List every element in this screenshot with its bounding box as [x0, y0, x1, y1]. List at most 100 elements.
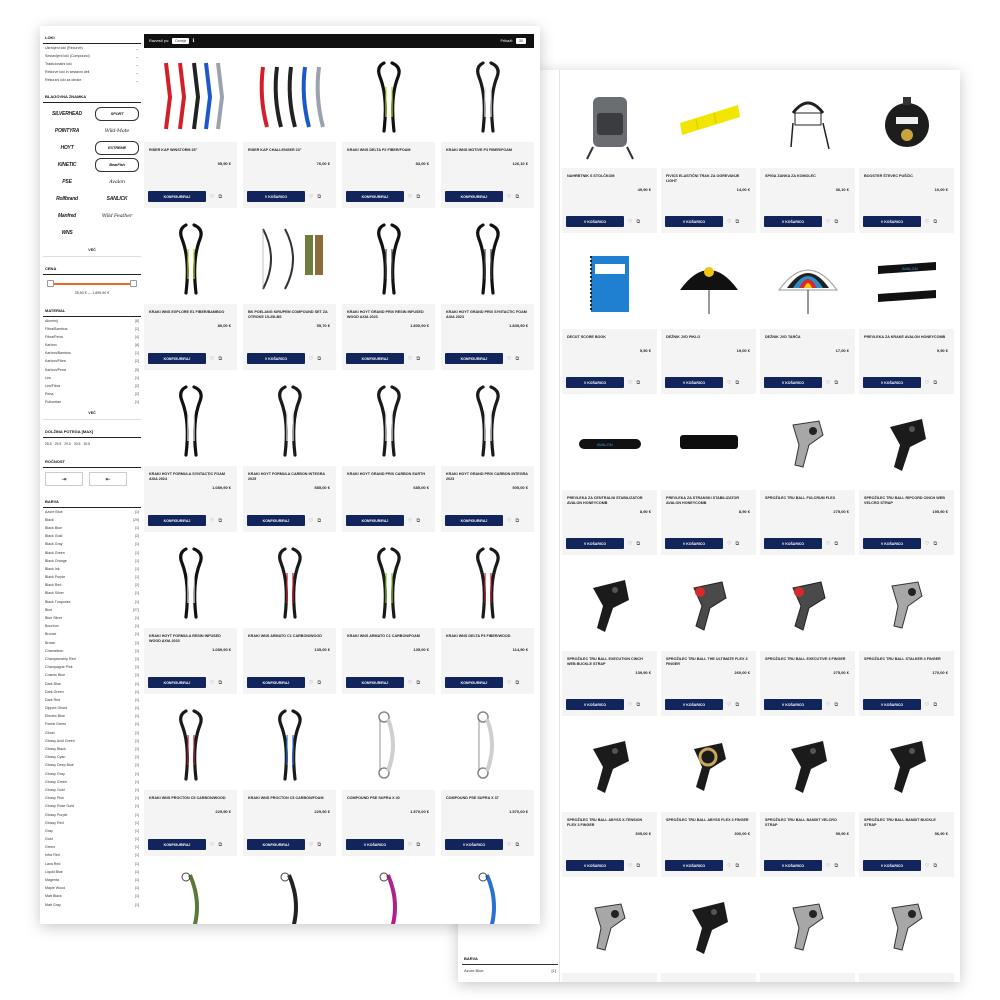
compare-icon[interactable]: ⧉ — [735, 701, 740, 708]
brand-logo[interactable]: Wild-Mate — [104, 127, 130, 134]
material-item[interactable]: Les[1] — [43, 374, 141, 382]
brand-logo[interactable]: EXTREME — [95, 140, 139, 155]
brand-logo[interactable]: POINTYRA — [54, 127, 80, 134]
color-item[interactable]: Lava Red[1] — [43, 860, 141, 868]
draw-length-chip[interactable]: 29.5 — [54, 442, 62, 446]
product-image[interactable] — [342, 214, 435, 304]
loki-item[interactable]: Rekurzni loki za otroke⌄ — [43, 77, 141, 85]
product-cart-button[interactable]: V KOŠARICO — [566, 699, 624, 710]
material-item[interactable]: Karbon/Pena[5] — [43, 366, 141, 374]
product-cart-button[interactable]: KONFIGURIRAJ — [445, 191, 503, 202]
right-hand-option[interactable]: ⇥ — [45, 472, 83, 486]
draw-length-chip[interactable]: 28.5 — [45, 442, 52, 446]
color-item[interactable]: Infra Red[1] — [43, 852, 141, 860]
show-select[interactable]: 30 — [516, 38, 526, 44]
product-cart-button[interactable]: V KOŠARICO — [247, 191, 305, 202]
color-item[interactable]: Matt Gray[1] — [43, 901, 141, 909]
product-card[interactable]: KRAKI HOYT GRAND PRIX RESIN INFUSED WOOD… — [342, 214, 435, 370]
product-image[interactable] — [243, 700, 336, 790]
material-item[interactable]: Pena[2] — [43, 391, 141, 399]
compare-icon[interactable]: ⧉ — [933, 379, 938, 386]
product-name[interactable]: KRAKI WNS DELTA P3 FIBER/WOOD — [446, 634, 511, 638]
product-image[interactable] — [760, 78, 855, 168]
compare-icon[interactable]: ⧉ — [834, 540, 839, 547]
wishlist-heart-icon[interactable]: ♡ — [727, 379, 732, 386]
wishlist-heart-icon[interactable]: ♡ — [210, 517, 215, 524]
product-cart-button[interactable]: V KOŠARICO — [566, 377, 624, 388]
loki-item[interactable]: Tradicionalni loki⌄ — [43, 60, 141, 68]
color-item[interactable]: Black Ink[1] — [43, 565, 141, 573]
material-item[interactable]: Fibra/Pena[4] — [43, 333, 141, 341]
color-item[interactable]: Black Gray[1] — [43, 541, 141, 549]
product-image[interactable] — [562, 561, 657, 651]
product-card[interactable] — [144, 862, 237, 924]
compare-icon[interactable]: ⧉ — [735, 379, 740, 386]
product-name[interactable]: KRAKI HOYT GRAND PRIX SYNTACTIC FOAM AXI… — [446, 310, 527, 319]
product-name[interactable]: SPROŽILEC TRU BALL FULCRUM FLEX — [765, 496, 836, 500]
draw-length-chip[interactable]: 30.5 — [73, 442, 81, 446]
left-hand-option[interactable]: ⇤ — [89, 472, 127, 486]
product-cart-button[interactable]: KONFIGURIRAJ — [346, 515, 404, 526]
product-cart-button[interactable]: V KOŠARICO — [764, 538, 822, 549]
product-name[interactable]: PREVLEKA ZA KRAKE AVALON HONEYCOMB — [864, 335, 946, 339]
product-cart-button[interactable]: KONFIGURIRAJ — [247, 515, 305, 526]
compare-icon[interactable]: ⧉ — [933, 862, 938, 869]
product-cart-button[interactable]: KONFIGURIRAJ — [445, 677, 503, 688]
product-name[interactable]: DEŽNIK JVD TARČA — [765, 335, 801, 339]
compare-icon[interactable]: ⧉ — [317, 193, 322, 200]
compare-icon[interactable]: ⧉ — [834, 701, 839, 708]
wishlist-heart-icon[interactable]: ♡ — [727, 218, 732, 225]
compare-icon[interactable]: ⧉ — [416, 841, 421, 848]
compare-icon[interactable]: ⧉ — [834, 862, 839, 869]
product-cart-button[interactable]: V KOŠARICO — [863, 538, 921, 549]
compare-icon[interactable]: ⧉ — [933, 218, 938, 225]
price-slider-max-handle[interactable] — [130, 279, 137, 287]
color-item[interactable]: Electric Blue[1] — [43, 713, 141, 721]
wishlist-heart-icon[interactable]: ♡ — [210, 841, 215, 848]
wishlist-heart-icon[interactable]: ♡ — [507, 355, 512, 362]
wishlist-heart-icon[interactable]: ♡ — [727, 862, 732, 869]
color-item[interactable]: Glossy Cyan[1] — [43, 754, 141, 762]
product-cart-button[interactable]: V KOŠARICO — [566, 860, 624, 871]
product-image[interactable] — [760, 722, 855, 812]
compare-icon[interactable]: ⧉ — [317, 355, 322, 362]
color-item[interactable]: Black Red[2] — [43, 582, 141, 590]
product-image[interactable] — [243, 862, 336, 924]
product-cart-button[interactable]: V KOŠARICO — [863, 699, 921, 710]
product-card[interactable]: SPROŽILEC TRU BALL RIPCORD CINCH WEB VEL… — [859, 400, 954, 555]
brand-logo[interactable]: SPORT — [95, 106, 139, 121]
product-image[interactable] — [562, 78, 657, 168]
compare-icon[interactable]: ⧉ — [416, 193, 421, 200]
info-icon[interactable]: ℹ — [192, 38, 195, 44]
product-image[interactable] — [859, 722, 954, 812]
color-item[interactable]: Green[1] — [43, 844, 141, 852]
product-image[interactable] — [243, 52, 336, 142]
product-image[interactable] — [342, 538, 435, 628]
product-name[interactable]: FIVICS ELASTIČNI TRAK ZA OGREVANJE LIGHT — [666, 174, 740, 183]
color-item[interactable]: Gold[1] — [43, 836, 141, 844]
compare-icon[interactable]: ⧉ — [636, 379, 641, 386]
product-card[interactable] — [342, 862, 435, 924]
product-cart-button[interactable]: V KOŠARICO — [764, 216, 822, 227]
product-name[interactable]: BOOSTER ŠTEVEC PUŠČIC — [864, 174, 913, 178]
brand-logo[interactable]: BearFish — [95, 157, 139, 172]
brand-logo[interactable]: PSE — [62, 178, 72, 185]
wishlist-heart-icon[interactable]: ♡ — [925, 701, 930, 708]
product-name[interactable]: KRAKI HOYT FORMULA CARBON INTEGRA 2025 — [248, 472, 325, 481]
product-image[interactable] — [760, 400, 855, 490]
compare-icon[interactable]: ⧉ — [416, 517, 421, 524]
product-image[interactable] — [144, 214, 237, 304]
brand-logo[interactable]: Wild Feather — [101, 212, 133, 219]
product-image[interactable] — [562, 722, 657, 812]
brand-logo[interactable]: WNS — [61, 229, 73, 236]
wishlist-heart-icon[interactable]: ♡ — [826, 218, 831, 225]
product-image[interactable] — [661, 400, 756, 490]
product-cart-button[interactable]: V KOŠARICO — [863, 860, 921, 871]
color-item[interactable]: Black Orange[1] — [43, 557, 141, 565]
